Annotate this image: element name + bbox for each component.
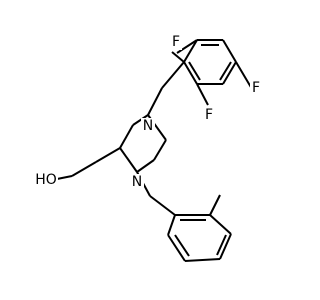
bond bbox=[219, 61, 232, 81]
bond bbox=[71, 161, 97, 177]
bond bbox=[235, 61, 253, 90]
bond bbox=[216, 234, 227, 256]
bond bbox=[147, 87, 163, 116]
bond bbox=[188, 61, 201, 81]
bond bbox=[119, 124, 134, 149]
fluorine-atom: F bbox=[250, 80, 262, 96]
hydroxyl-group: HO bbox=[34, 172, 58, 188]
bond bbox=[219, 233, 232, 260]
bond bbox=[132, 114, 149, 126]
nitrogen-atom: N bbox=[141, 118, 155, 134]
fluorine-label: F bbox=[172, 34, 180, 50]
bond-lines bbox=[56, 39, 253, 262]
nitrogen-atom: N bbox=[130, 174, 144, 190]
bond bbox=[209, 194, 221, 216]
bond bbox=[183, 39, 198, 63]
nitrogen-label: N bbox=[143, 118, 153, 134]
bond bbox=[56, 175, 73, 180]
bond bbox=[222, 61, 237, 85]
molecule-diagram: F F F N N HO bbox=[34, 34, 262, 262]
bond bbox=[183, 61, 198, 85]
fluorine-label: F bbox=[205, 107, 213, 123]
fluorine-atom: F bbox=[170, 34, 182, 50]
bond bbox=[222, 39, 237, 63]
bond bbox=[153, 139, 167, 161]
bond bbox=[174, 234, 190, 257]
bond bbox=[167, 214, 176, 236]
bond bbox=[149, 195, 176, 216]
bond bbox=[184, 258, 221, 262]
bond bbox=[167, 234, 186, 262]
bond bbox=[209, 214, 232, 235]
fluorine-atom: F bbox=[203, 107, 215, 123]
nitrogen-label: N bbox=[132, 174, 142, 190]
bond bbox=[176, 39, 198, 54]
hydroxyl-label: HO bbox=[35, 172, 57, 188]
bond bbox=[95, 147, 121, 163]
bond bbox=[136, 159, 155, 173]
bond bbox=[171, 51, 185, 63]
fluorine-label: F bbox=[252, 80, 260, 96]
bond bbox=[196, 83, 209, 106]
atom-labels: F F F N N HO bbox=[34, 34, 262, 190]
bond bbox=[161, 61, 185, 89]
bond bbox=[119, 147, 138, 173]
